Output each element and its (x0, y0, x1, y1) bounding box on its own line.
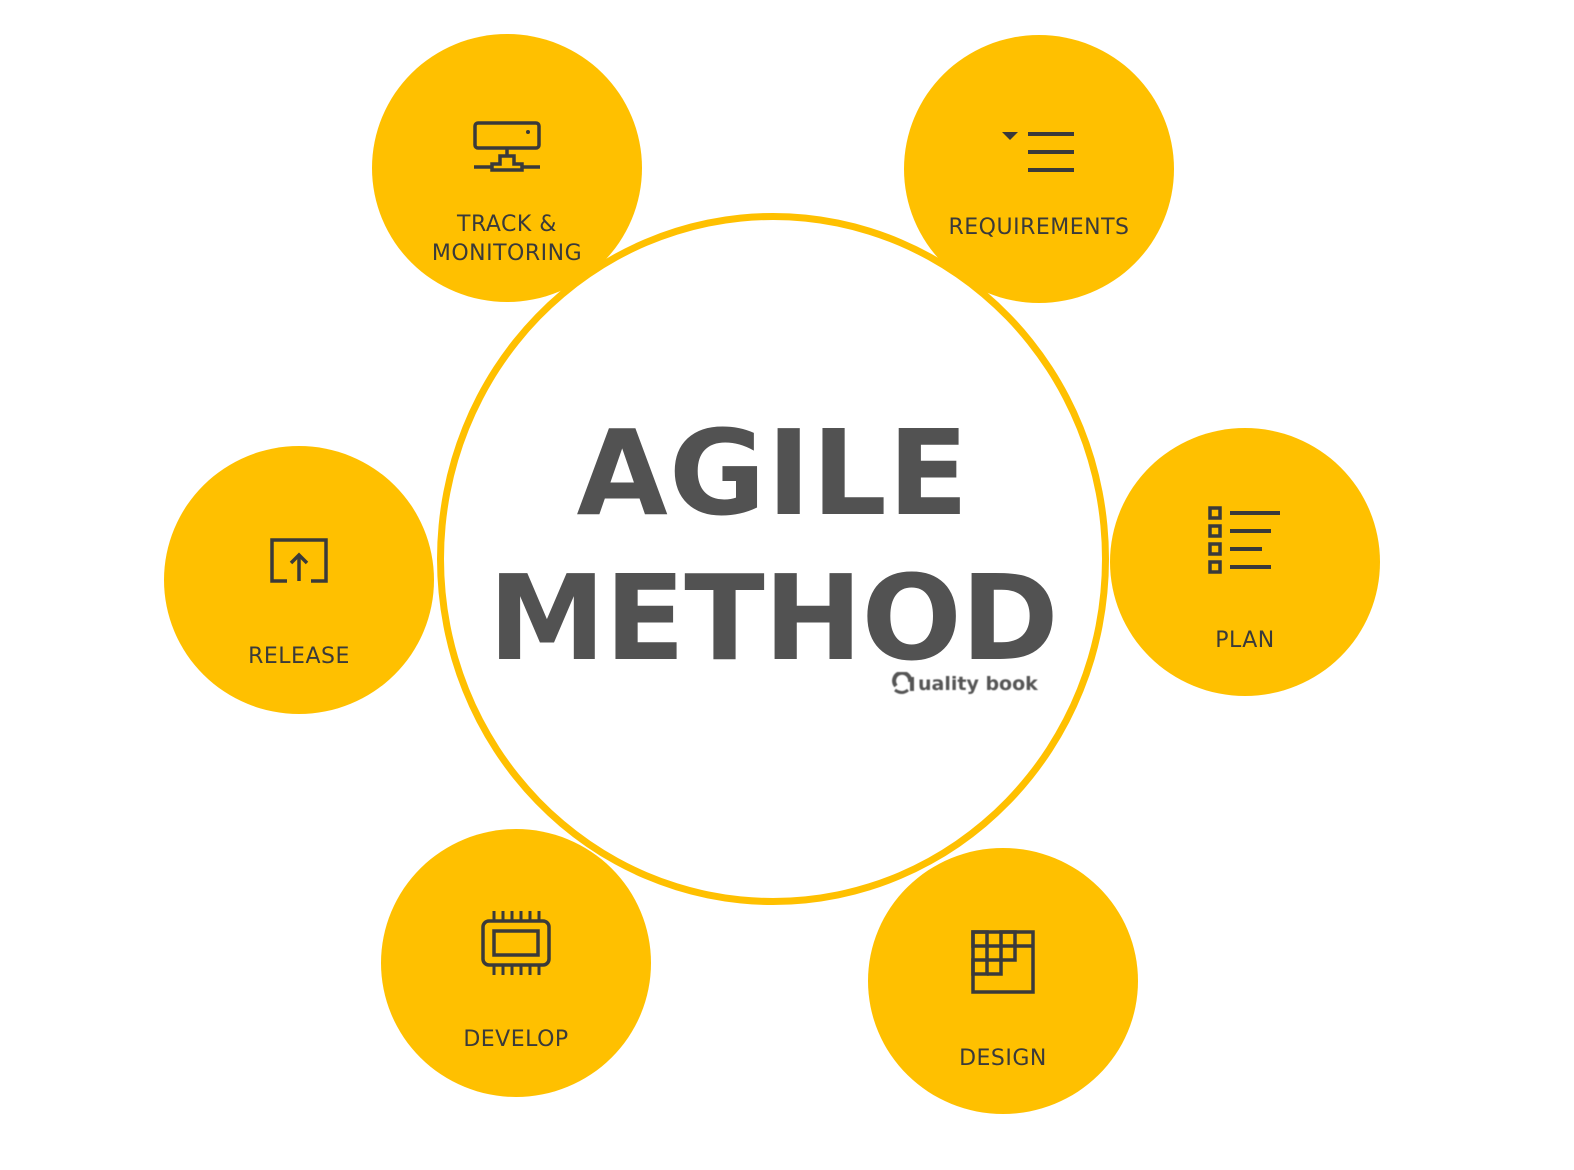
checklist-icon (1208, 506, 1280, 574)
upload-screen-icon (270, 538, 328, 583)
node-design: DESIGN (868, 848, 1138, 1114)
node-label: DESIGN (959, 1046, 1047, 1071)
watermark-text: uality book (918, 673, 1038, 695)
node-develop: DEVELOP (381, 829, 651, 1097)
central-ring (437, 213, 1109, 905)
node-label: DEVELOP (463, 1027, 569, 1052)
title-agile: AGILE (576, 404, 970, 542)
network-server-icon (473, 121, 541, 172)
quality-book-logo-icon (892, 672, 914, 694)
node-label-line2: MONITORING (431, 241, 583, 266)
title-method: METHOD (488, 549, 1059, 687)
node-label: REQUIREMENTS (948, 215, 1130, 240)
node-label-line1: TRACK & (457, 212, 557, 237)
node-release: RELEASE (164, 446, 434, 714)
node-label: PLAN (1215, 628, 1275, 653)
node-track-monitoring: TRACK & MONITORING (372, 34, 642, 302)
node-plan: PLAN (1110, 428, 1380, 696)
grid-layout-icon (971, 930, 1035, 994)
node-requirements: REQUIREMENTS (904, 35, 1174, 303)
dropdown-list-icon (1002, 132, 1074, 172)
watermark-logo: uality book (892, 672, 1038, 696)
chip-icon (481, 911, 551, 975)
node-label: RELEASE (248, 644, 350, 669)
